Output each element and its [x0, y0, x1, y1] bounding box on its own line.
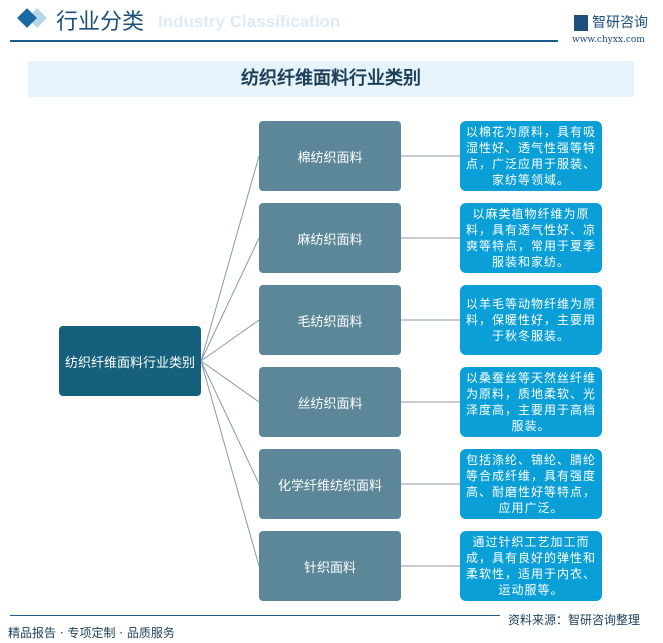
category-description: 以桑蚕丝等天然丝纤维为原料，质地柔软、光泽度高，主要用于高档服装。 [460, 367, 602, 437]
footer-source: 资料来源：智研咨询整理 [508, 613, 641, 627]
category-node: 毛纺织面料 [259, 285, 401, 355]
category-description: 通过针织工艺加工而成，具有良好的弹性和柔软性，适用于内衣、运动服等。 [460, 531, 602, 601]
connector-line [200, 360, 260, 403]
brand-url: www.chyxx.com [572, 35, 645, 45]
connector-line [200, 237, 260, 362]
logo-icon [574, 15, 588, 31]
header-divider [10, 40, 558, 42]
diagram-title: 纺织纤维面料行业类别 [28, 61, 634, 97]
category-node: 化学纤维纺织面料 [259, 449, 401, 519]
connector-line [200, 360, 260, 485]
category-node: 棉纺织面料 [259, 121, 401, 191]
footer-slogan: 精品报告 · 专项定制 · 品质服务 [8, 626, 175, 640]
footer-divider [10, 615, 500, 616]
connector-line [200, 319, 260, 362]
category-description: 以棉花为原料，具有吸湿性好、透气性强等特点，广泛应用于服装、家纺等领域。 [460, 121, 602, 191]
header-title: 行业分类 [56, 10, 145, 35]
brand-name: 智研咨询 [592, 15, 648, 31]
connector-line [200, 360, 260, 567]
header-subtitle: Industry Classification [158, 12, 341, 31]
category-description: 以羊毛等动物纤维为原料，保暖性好，主要用于秋冬服装。 [460, 285, 602, 355]
category-node: 丝纺织面料 [259, 367, 401, 437]
category-description: 以麻类植物纤维为原料，具有透气性好、凉爽等特点，常用于夏季服装和家纺。 [460, 203, 602, 273]
brand-logo: 智研咨询 [574, 12, 648, 32]
category-description: 包括涤纶、锦纶、腈纶等合成纤维，具有强度高、耐磨性好等特点，应用广泛。 [460, 449, 602, 519]
category-node: 麻纺织面料 [259, 203, 401, 273]
category-node: 针织面料 [259, 531, 401, 601]
root-node: 纺织纤维面料行业类别 [59, 326, 201, 396]
connector-line [200, 155, 260, 362]
